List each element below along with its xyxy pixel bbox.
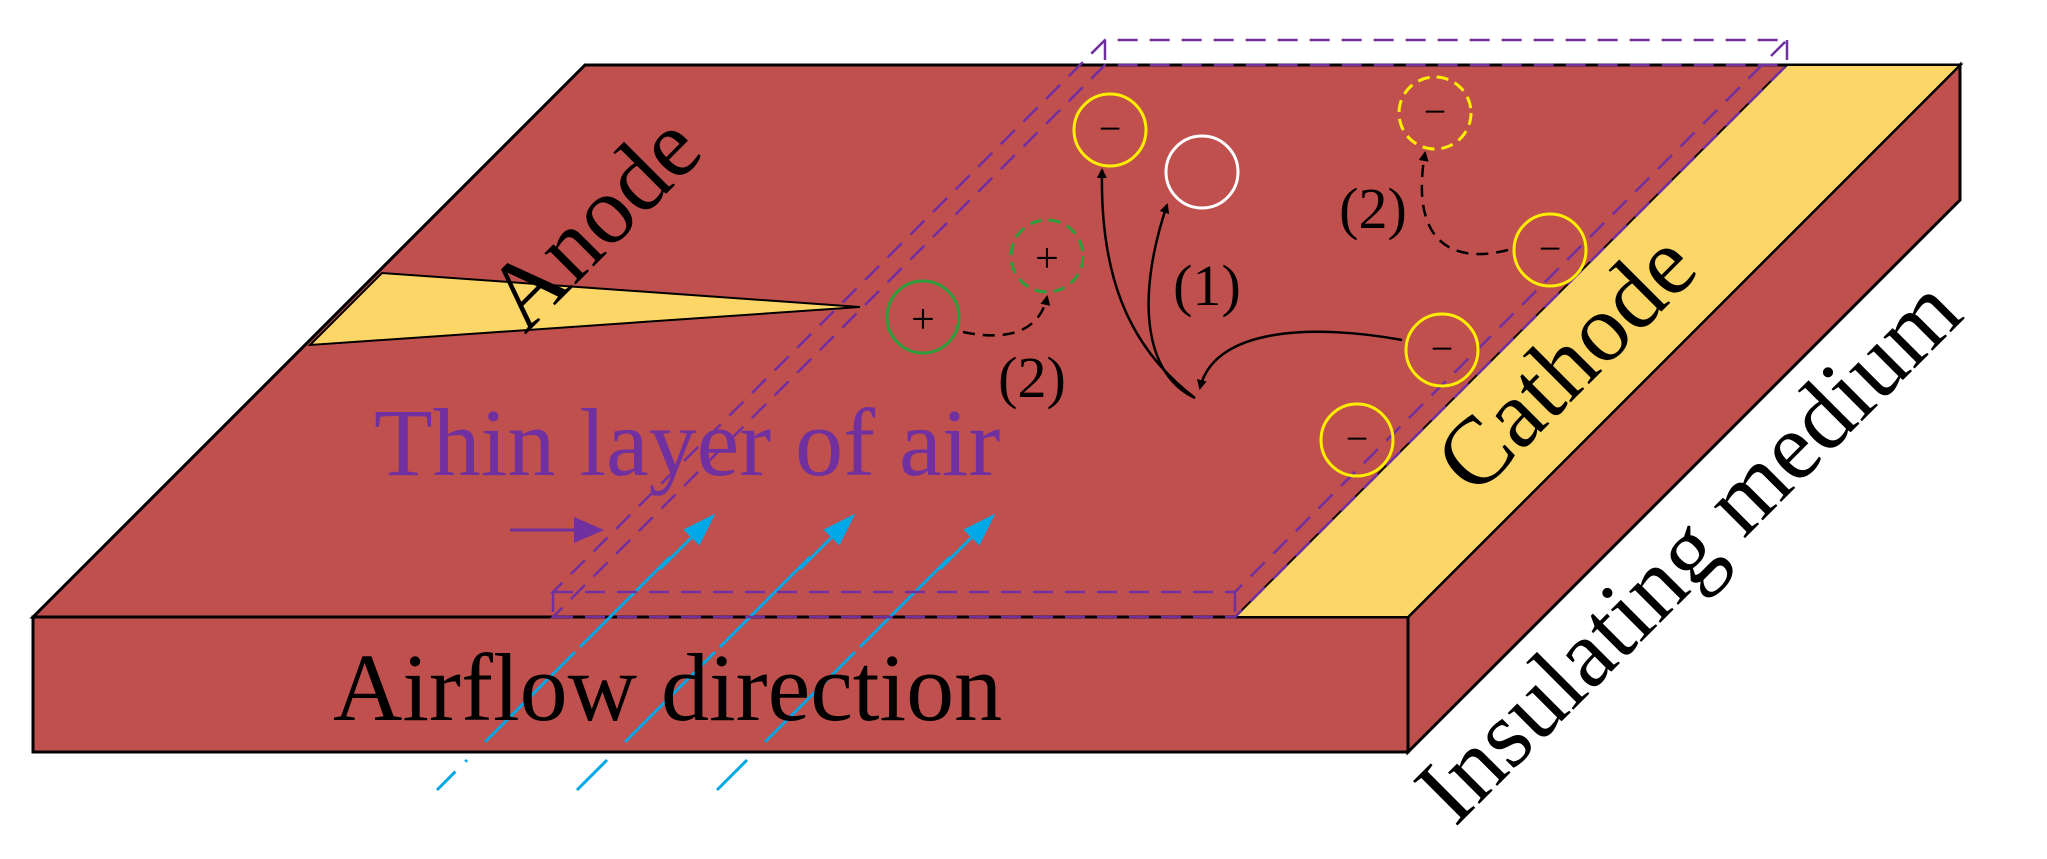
svg-text:−: − [1346,416,1369,461]
negative-ion-lower: − [1319,402,1395,478]
air-layer-pointer-arrow [510,517,604,543]
step-1-label: (1) [1173,253,1241,318]
path-2-negative [1418,151,1509,256]
negative-ion-cathode: − [1404,312,1480,388]
anode-electrode [307,271,861,347]
svg-text:−: − [1424,89,1447,134]
path-1-from-cathode [1197,330,1403,390]
svg-text:+: + [1035,236,1059,282]
neutral-molecule [1164,134,1240,210]
svg-text:+: + [911,297,935,343]
particles: + + − − − − − [885,75,1588,478]
svg-text:−: − [1099,106,1122,151]
path-1-to-neutral [1147,203,1196,400]
path-1-to-ion [1096,168,1196,399]
positive-ion-moved: + [1009,218,1085,294]
thin-layer-label: Thin layer of air [374,389,1000,496]
negative-ion-right: − [1512,212,1588,288]
air-layer-box [549,38,1791,619]
svg-text:−: − [1431,326,1454,371]
step-2-label-right: (2) [1339,176,1407,241]
airflow-arrows [435,513,996,792]
negative-ion-top: − [1072,92,1148,168]
ion-paths [962,151,1509,400]
negative-ion-moved: − [1397,75,1473,151]
positive-ion: + [885,279,961,355]
step-2-label-left: (2) [998,345,1066,410]
svg-text:−: − [1539,226,1562,271]
airflow-direction-label: Airflow direction [333,634,1002,741]
